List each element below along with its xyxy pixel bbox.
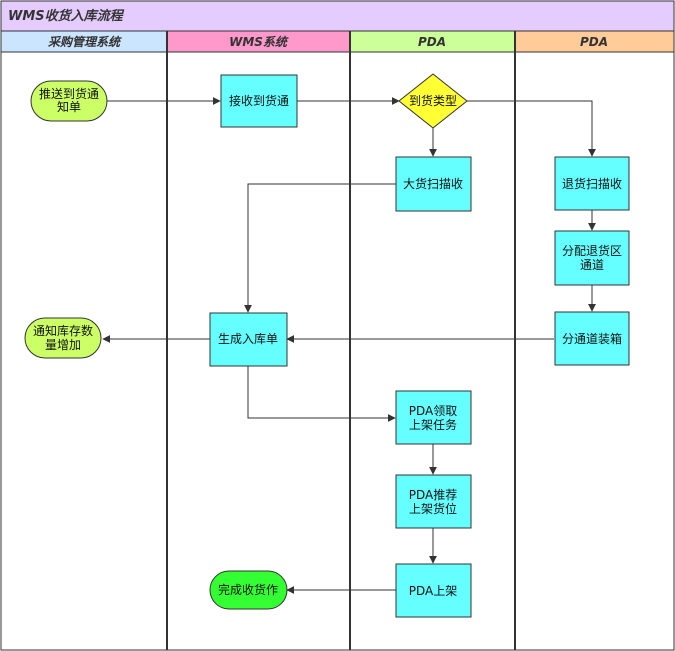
lane-label-pda-2: PDA [580, 35, 608, 49]
node-label-line: 上架任务 [409, 417, 457, 432]
diagram-title: WMS收货入库流程 [8, 8, 125, 24]
node-label-line: 上架货位 [409, 501, 457, 516]
node-label-line: 生成入库单 [218, 331, 278, 346]
node-complete-receiving: 完成收货作 [209, 570, 288, 610]
node-bulk-scan: 大货扫描收 [395, 156, 472, 212]
node-notify-inventory: 通知库存数 量增加 [24, 317, 102, 359]
node-label-line: 通道 [580, 258, 604, 272]
node-push-notice: 推送到货通 知单 [30, 80, 108, 122]
node-label-line: 量增加 [45, 338, 81, 352]
node-pda-shelve: PDA上架 [395, 563, 472, 618]
lane-label-pda-1: PDA [418, 35, 446, 49]
node-label-line: 完成收货作 [218, 582, 278, 597]
node-label-line: 知单 [57, 100, 81, 114]
node-label-line: 推送到货通 [39, 86, 99, 101]
title-bar [0, 0, 675, 32]
node-label-line: 接收到货通 [229, 93, 289, 108]
edge-bulk-to-gen [244, 183, 396, 313]
node-generate-inbound-order: 生成入库单 [209, 312, 288, 367]
node-label-line: 到货类型 [409, 93, 457, 108]
node-pda-recommend-location: PDA推荐 上架货位 [395, 474, 472, 529]
node-arrival-type-decision: 到货类型 [398, 73, 468, 129]
lane-label-purchase: 采购管理系统 [48, 35, 122, 49]
node-allocate-return-lane: 分配退货区 通道 [554, 230, 630, 286]
node-receive-notice: 接收到货通 [220, 74, 298, 128]
node-label-line: 分配退货区 [562, 243, 622, 258]
edge-type-to-return [467, 100, 596, 157]
connectors [102, 97, 596, 594]
node-label-line: PDA推荐 [409, 488, 457, 502]
node-label-line: 分通道装箱 [562, 331, 622, 346]
node-lane-boxing: 分通道装箱 [554, 311, 630, 366]
node-return-scan: 退货扫描收 [554, 156, 630, 211]
edge-gen-to-task [247, 366, 396, 422]
node-label-line: 通知库存数 [33, 323, 93, 338]
node-label-line: 退货扫描收 [562, 176, 622, 191]
node-label-line: PDA上架 [409, 584, 457, 598]
node-label-line: PDA领取 [409, 404, 457, 418]
lane-label-wms: WMS系统 [229, 35, 289, 49]
lane-headers: 采购管理系统 WMS系统 PDA PDA [0, 30, 675, 53]
nodes: 推送到货通 知单 接收到货通 到货类型 大货扫描收 退货扫描收 分配退货区 通道 [24, 73, 630, 618]
node-pda-claim-task: PDA领取 上架任务 [395, 390, 472, 445]
lane-body-wms [166, 51, 351, 651]
node-label-line: 大货扫描收 [403, 176, 463, 191]
